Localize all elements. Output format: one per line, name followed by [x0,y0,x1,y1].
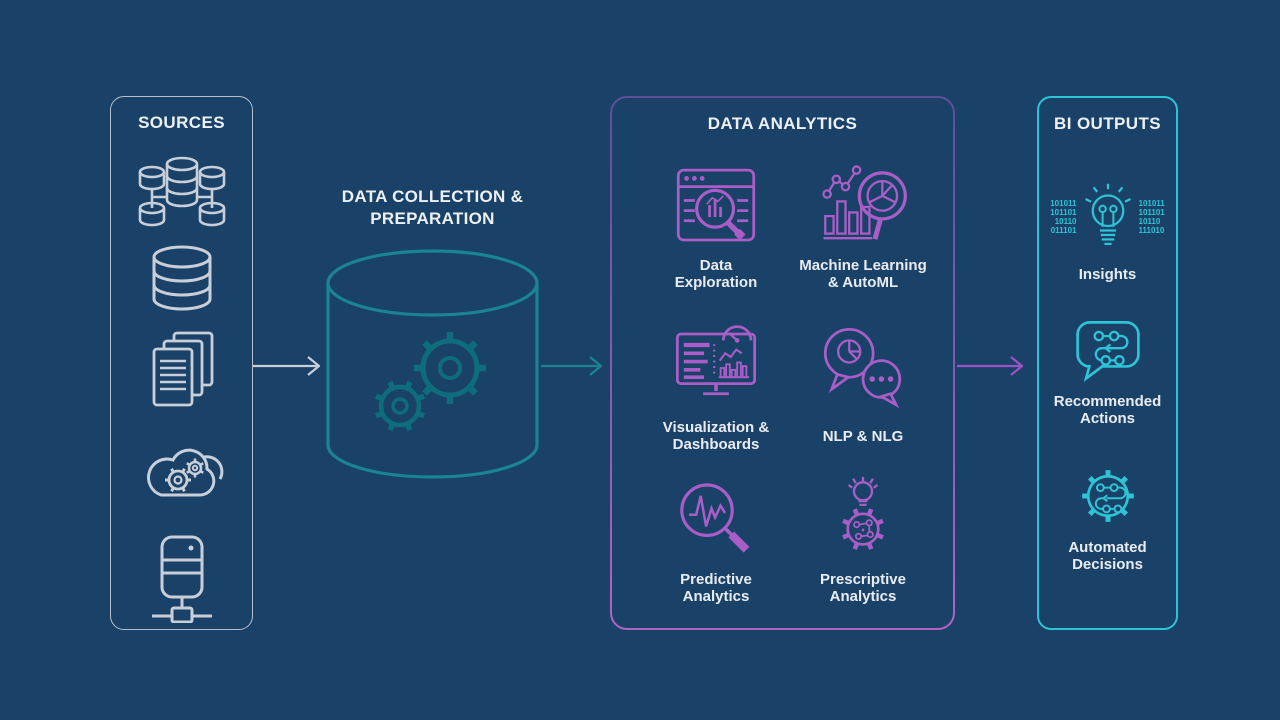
visualization-dashboards-icon [675,325,757,396]
data-store-gears-cylinder-icon [326,249,539,479]
gear-icon [374,380,426,432]
sources-panel: SOURCES [110,96,253,630]
analytics-item-visualization: Visualization & Dashboards [631,322,801,453]
data-exploration-icon [676,168,756,242]
arrow-sources-to-collection [253,356,321,376]
sources-title: SOURCES [138,113,225,132]
insights-lightbulb-icon: 101011 101101 10110 011101 101011 [1039,182,1176,252]
bi-outputs-panel: BI OUTPUTS 101011 101101 10110 011101 [1037,96,1178,630]
collection-title: DATA COLLECTION & PREPARATION [341,187,524,228]
analytics-item-machine-learning: Machine Learning & AutoML [778,160,948,291]
automated-decisions-icon [1081,470,1134,522]
documents-icon [152,331,213,407]
analytics-item-data-exploration: Data Exploration [631,160,801,291]
arrow-analytics-to-bi [957,356,1024,376]
arrow-collection-to-analytics [541,356,603,376]
networked-server-icon [151,535,212,623]
analytics-item-label: Prescriptive Analytics [820,571,906,605]
analytics-item-nlp-nlg: NLP & NLG [778,322,948,453]
analytics-item-label: Machine Learning & AutoML [799,257,927,291]
bi-item-label: Insights [1078,265,1137,283]
analytics-panel: DATA ANALYTICS [610,96,955,630]
bi-item-label: Automated Decisions [1068,539,1147,573]
lightbulb-icon [1084,183,1131,246]
recommended-actions-icon [1075,321,1140,383]
analytics-item-label: NLP & NLG [822,427,904,445]
binary-digits: 101011 101101 10110 011101 [1050,199,1077,235]
binary-digits: 101011 101101 10110 111010 [1138,199,1165,235]
analytics-item-prescriptive: Prescriptive Analytics [778,474,948,605]
analytics-item-label: Visualization & Dashboards [662,419,770,453]
database-cluster-icon [138,156,225,227]
bi-item-recommended-actions: Recommended Actions [1039,316,1176,427]
machine-learning-automl-icon [822,165,907,240]
bi-item-automated-decisions: Automated Decisions [1039,458,1176,573]
analytics-item-predictive: Predictive Analytics [631,474,801,605]
gear-icon [414,332,486,404]
bi-item-label: Recommended Actions [1053,393,1162,427]
nlp-nlg-icon [823,327,902,409]
prescriptive-analytics-icon [842,476,884,550]
bi-item-insights: 101011 101101 10110 011101 101011 [1039,182,1176,291]
analytics-item-label: Data Exploration [674,257,758,291]
gear-icon [164,467,191,493]
bi-outputs-title: BI OUTPUTS [1054,114,1161,133]
cloud-processing-icon [146,448,223,497]
gear-icon [185,458,204,478]
analytics-title: DATA ANALYTICS [707,114,858,133]
database-icon [152,245,211,311]
analytics-item-label: Predictive Analytics [680,571,752,605]
predictive-analytics-icon [680,483,750,553]
